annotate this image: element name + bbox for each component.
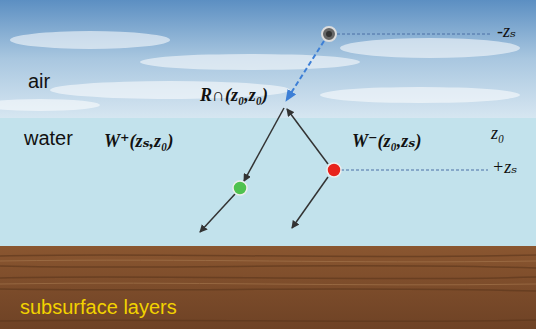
depth-line (337, 34, 492, 35)
operator-label: W⁺(zₛ,z₀) (104, 132, 173, 152)
air-layer (0, 0, 536, 118)
depth-label: +zₛ (492, 158, 517, 178)
virtual-source-point (327, 163, 341, 177)
ray (292, 177, 328, 228)
subsurface-layer (0, 246, 536, 329)
ray (200, 194, 235, 232)
depth-line (341, 170, 488, 171)
clouds (0, 31, 520, 111)
operator-label: R∩(z₀,z₀) (200, 86, 268, 106)
source-point (322, 27, 336, 41)
downgoing-ray (244, 108, 284, 181)
upgoing-ray (287, 109, 328, 164)
layer-label: water (24, 127, 73, 149)
layer-label: air (28, 70, 50, 92)
operator-label: W⁻(z₀,zₛ) (352, 132, 421, 152)
depth-label: -zₛ (497, 22, 516, 42)
depth-label: z₀ (491, 124, 504, 144)
incident-ray (286, 41, 324, 101)
strata (0, 255, 536, 322)
layer-label: subsurface layers (20, 296, 177, 318)
receiver-point (233, 181, 247, 195)
